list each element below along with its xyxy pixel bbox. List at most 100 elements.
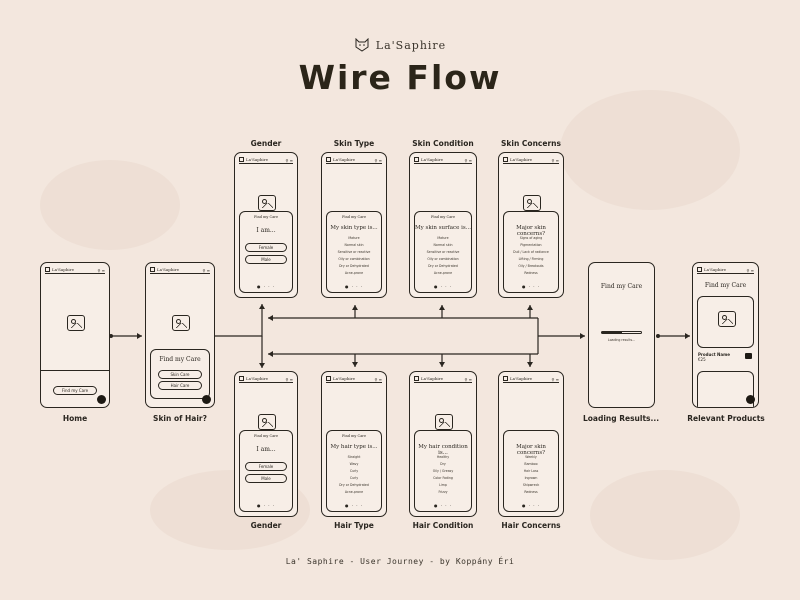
search-menu-icons[interactable]: ⚲ ≡	[551, 158, 559, 163]
search-menu-icons[interactable]: ⚲ ≡	[202, 268, 210, 273]
option-item[interactable]: Pigmentation	[520, 243, 542, 247]
image-placeholder-icon	[67, 315, 85, 331]
skin-or-hair-screen: La'Saphire⚲ ≡ Find my Care Skin Care Hai…	[145, 262, 215, 408]
search-menu-icons[interactable]: ⚲ ≡	[464, 377, 472, 382]
option-item[interactable]: Redness	[524, 271, 538, 275]
option-item[interactable]: Dull / Lack of radiance	[513, 250, 549, 254]
option-item[interactable]: Normal skin	[433, 243, 453, 247]
chat-fab-button[interactable]	[746, 395, 755, 404]
question-text: I am...	[256, 446, 276, 453]
product-price: €25	[698, 357, 706, 362]
pager-dots: ● · · ·	[344, 284, 364, 289]
brand-logo-icon	[326, 376, 331, 381]
female-button[interactable]: Female	[245, 462, 287, 471]
phone-header: La'Saphire⚲ ≡	[239, 375, 293, 383]
label-home: Home	[62, 414, 88, 423]
card-title: Find my Care	[341, 215, 367, 219]
brand-logo-icon	[45, 267, 50, 272]
search-menu-icons[interactable]: ⚲ ≡	[97, 268, 105, 273]
option-item[interactable]: Straight	[347, 455, 361, 459]
search-menu-icons[interactable]: ⚲ ≡	[285, 377, 293, 382]
label-gender: Gender	[250, 139, 282, 148]
phone-header: La'Saphire⚲ ≡	[414, 156, 472, 164]
option-item[interactable]: Dry or Dehydrated	[339, 483, 369, 487]
background-blot	[560, 90, 740, 210]
pager-dots: ● · · ·	[433, 503, 453, 508]
brand-logo-icon	[503, 157, 508, 162]
option-item[interactable]: Ingrown	[524, 476, 538, 480]
image-placeholder-icon	[258, 195, 276, 211]
male-button[interactable]: Male	[245, 255, 287, 264]
option-item[interactable]: Signs of aging	[519, 236, 543, 240]
option-item[interactable]: Sensitive or reactive	[337, 250, 371, 254]
pager-dots: ● · · ·	[256, 284, 276, 289]
find-my-care-button[interactable]: Find my Care	[53, 386, 97, 395]
search-menu-icons[interactable]: ⚲ ≡	[746, 268, 754, 273]
question-card: Find my Care I am... Female Male ● · · ·	[239, 430, 293, 512]
progress-fill	[602, 332, 622, 333]
hair-concerns-screen: La'Saphire⚲ ≡ Major skin concerns? Weekl…	[498, 371, 564, 517]
phone-header: La'Saphire⚲ ≡	[503, 375, 559, 383]
search-menu-icons[interactable]: ⚲ ≡	[551, 377, 559, 382]
progress-bar	[601, 331, 642, 334]
pager-dots: ● · · ·	[256, 503, 276, 508]
question-card: Find my Care I am... Female Male ● · · ·	[239, 211, 293, 293]
hair-care-button[interactable]: Hair Care	[158, 381, 202, 390]
option-item[interactable]: Oily or combination	[338, 257, 370, 261]
background-blot	[590, 470, 740, 560]
option-item[interactable]: Mature	[348, 236, 360, 240]
option-item[interactable]: Dry	[440, 462, 446, 466]
label-skin-concerns: Skin Concerns	[501, 139, 561, 148]
brand-logo-icon	[239, 157, 244, 162]
option-item[interactable]: Oily / Greasy	[432, 469, 454, 473]
label-skin-or-hair: Skin of Hair?	[153, 414, 207, 423]
add-to-cart-button[interactable]	[745, 353, 752, 359]
search-menu-icons[interactable]: ⚲ ≡	[285, 158, 293, 163]
search-menu-icons[interactable]: ⚲ ≡	[464, 158, 472, 163]
option-item[interactable]: Normal skin	[344, 243, 364, 247]
chat-fab-button[interactable]	[97, 395, 106, 404]
chat-fab-button[interactable]	[202, 395, 211, 404]
option-item[interactable]: Oily / Breakouts	[518, 264, 544, 268]
choice-card: Find my Care Skin Care Hair Care	[150, 349, 210, 399]
option-item[interactable]: Healthy	[436, 455, 450, 459]
search-menu-icons[interactable]: ⚲ ≡	[374, 377, 382, 382]
brand-header: La'Saphire	[0, 38, 800, 52]
option-item[interactable]: Hair Loss	[523, 469, 539, 473]
option-item[interactable]: Shipwreck	[522, 483, 540, 487]
image-placeholder-icon	[172, 315, 190, 331]
option-item[interactable]: Acne-prone	[433, 271, 453, 275]
option-item[interactable]: Dry or Dehydrated	[428, 264, 458, 268]
brand-logo-icon	[239, 376, 244, 381]
home-screen: La'Saphire⚲ ≡ Find my Care	[40, 262, 110, 408]
male-button[interactable]: Male	[245, 474, 287, 483]
option-item[interactable]: Mature	[437, 236, 449, 240]
option-item[interactable]: Dry or Dehydrated	[339, 264, 369, 268]
female-button[interactable]: Female	[245, 243, 287, 252]
option-item[interactable]: Frizzy	[438, 490, 448, 494]
option-item[interactable]: Oily or combination	[427, 257, 459, 261]
option-item[interactable]: Limp	[439, 483, 447, 487]
option-item[interactable]: Acne-prone	[344, 490, 364, 494]
option-item[interactable]: Acne-prone	[344, 271, 364, 275]
phone-header: La'Saphire⚲ ≡	[150, 266, 210, 274]
option-item[interactable]: Curly	[349, 469, 359, 473]
question-card: Find my Care My skin type is... Mature N…	[326, 211, 382, 293]
skin-care-button[interactable]: Skin Care	[158, 370, 202, 379]
option-item[interactable]: Color Fading	[433, 476, 453, 480]
option-item[interactable]: Wavy	[349, 462, 359, 466]
option-item[interactable]: Curly	[349, 476, 359, 480]
pager-dots: ● · · ·	[521, 503, 541, 508]
search-menu-icons[interactable]: ⚲ ≡	[374, 158, 382, 163]
product-card[interactable]	[697, 296, 754, 348]
option-item[interactable]: Bamboo	[524, 462, 538, 466]
option-item[interactable]: Sensitive or reactive	[426, 250, 460, 254]
product-card[interactable]	[697, 371, 754, 407]
choice-title: Find my Care	[159, 356, 201, 363]
option-item[interactable]: Weekly	[525, 455, 537, 459]
option-item[interactable]: Redness	[524, 490, 538, 494]
label-hair-type: Hair Type	[334, 521, 374, 530]
option-item[interactable]: Lifting / Firming	[518, 257, 544, 261]
brand-logo-icon	[414, 376, 419, 381]
